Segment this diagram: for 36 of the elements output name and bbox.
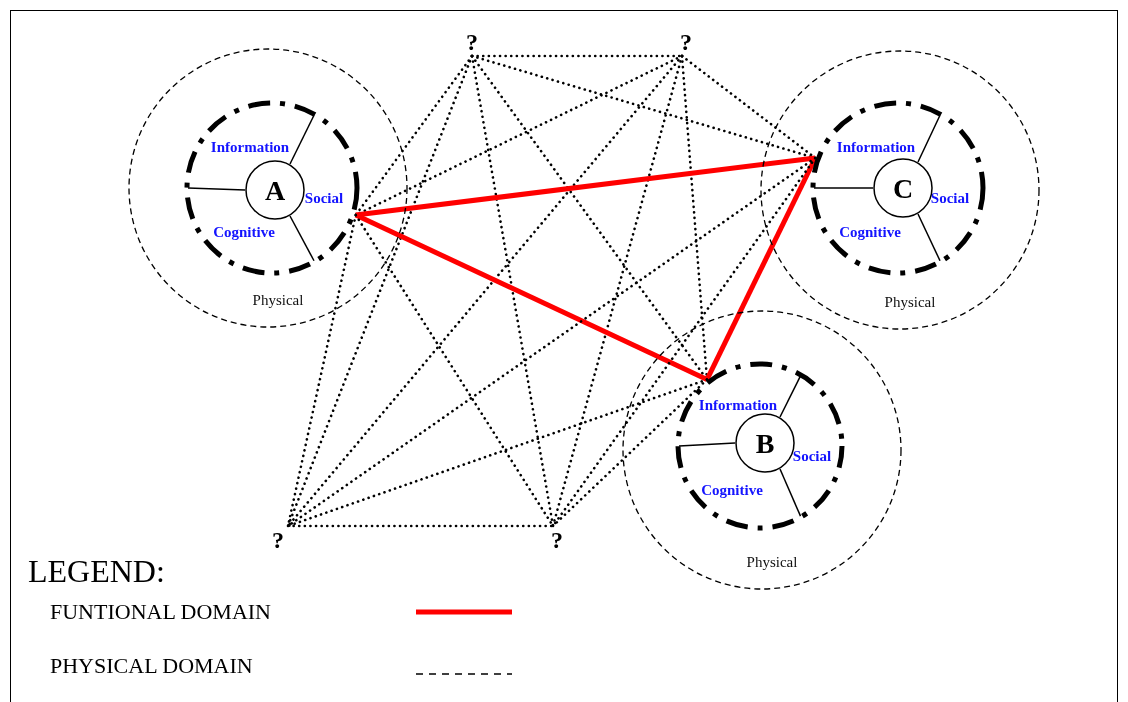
domain-label: Cognitive: [701, 482, 763, 498]
dashed-circle: [622, 310, 902, 590]
physical-label: Physical: [884, 294, 936, 310]
letter-circle: [873, 158, 933, 218]
dash-dot-ring: [184, 100, 360, 276]
question-mark: ?: [462, 28, 482, 56]
letter: B: [755, 430, 775, 458]
letter: A: [264, 177, 286, 205]
legend-text: FUNTIONAL DOMAIN: [50, 599, 271, 625]
dashed-circle: [760, 50, 1040, 330]
question-mark: ?: [547, 526, 567, 554]
physical-label: Physical: [252, 292, 304, 308]
thick-line: [355, 155, 816, 218]
dotted-line: [286, 524, 555, 528]
dash-dot-ring: [675, 361, 845, 531]
physical-label: Physical: [746, 554, 798, 570]
dashed-circle: [128, 48, 408, 328]
domain-label: Information: [698, 397, 778, 413]
dash-dot-ring: [810, 100, 986, 276]
dotted-line: [470, 54, 555, 528]
letter: C: [892, 175, 914, 203]
question-mark: ?: [268, 526, 288, 554]
domain-label: Social: [304, 190, 344, 206]
domain-label: Social: [930, 190, 970, 206]
letter-circle: [245, 160, 305, 220]
letter-circle: [735, 413, 795, 473]
legend-text: PHYSICAL DOMAIN: [50, 653, 253, 679]
domain-label: Cognitive: [839, 224, 901, 240]
question-mark: ?: [676, 28, 696, 56]
domain-label: Cognitive: [213, 224, 275, 240]
thick-line: [704, 156, 818, 381]
domain-label: Information: [836, 139, 916, 155]
domain-label: Information: [210, 139, 290, 155]
domain-label: Social: [792, 448, 832, 464]
dotted-line: [551, 54, 684, 528]
legend-heading: LEGEND:: [28, 553, 165, 589]
